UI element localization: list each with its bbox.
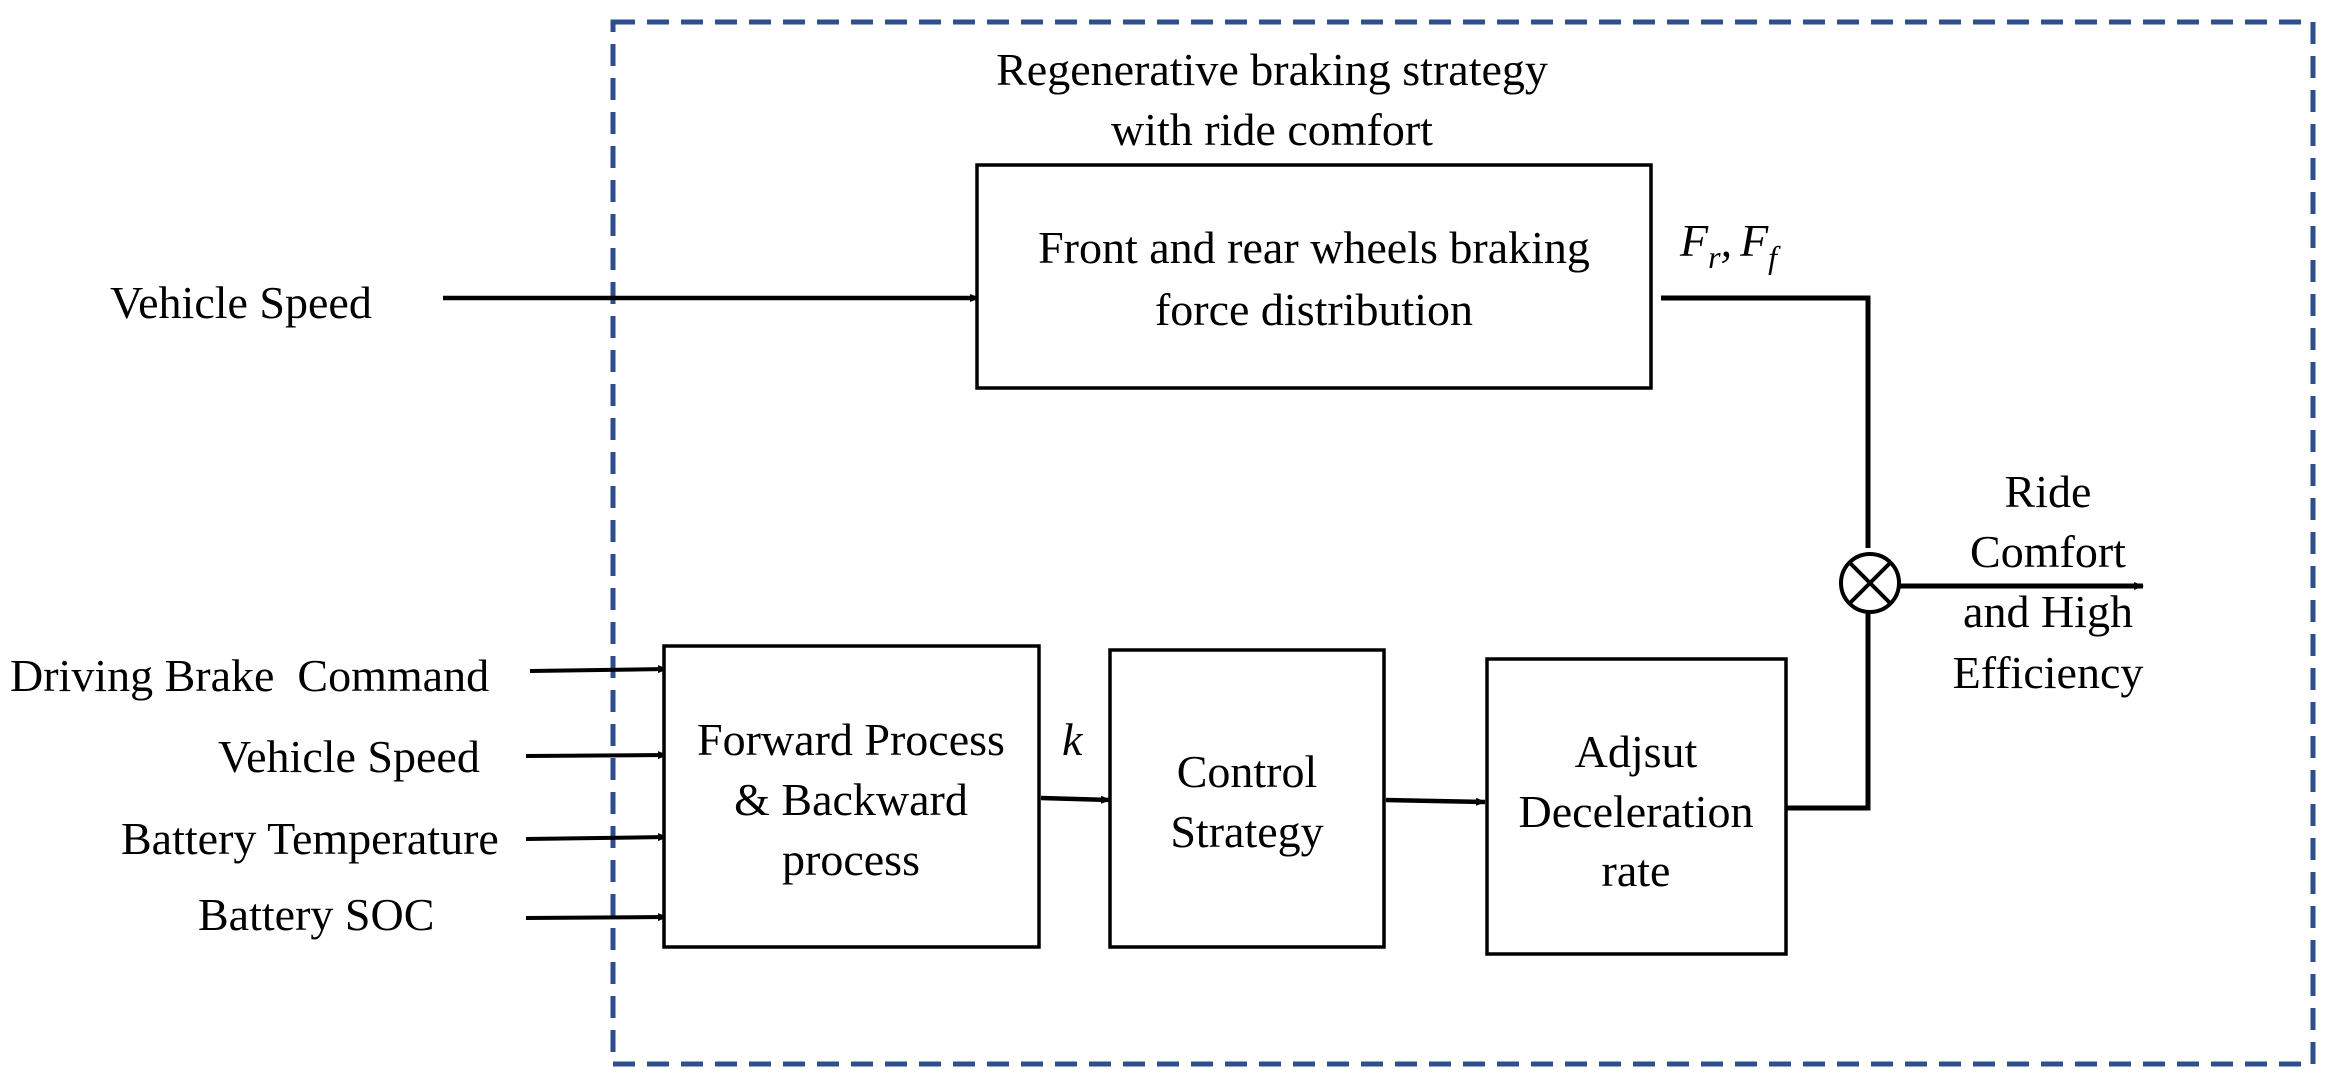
adjust-deceleration-line2: Deceleration	[1519, 786, 1754, 837]
adjust-deceleration-line1: Adjsut	[1575, 726, 1698, 777]
input-arrow-driving-brake-command	[529, 665, 668, 674]
adjust-deceleration-line3: rate	[1602, 845, 1671, 896]
input-label-vehicle-speed: Vehicle Speed	[218, 731, 480, 782]
control-strategy-block	[1108, 648, 1386, 949]
adjust-to-junction-line	[1786, 612, 1871, 811]
output-label-line4: Efficiency	[1953, 647, 2144, 698]
process-block-line2: & Backward	[734, 774, 968, 825]
control-strategy-line2: Strategy	[1170, 806, 1323, 857]
distribution-block-line2: force distribution	[1155, 284, 1473, 335]
control-strategy-line1: Control	[1177, 746, 1318, 797]
system-boundary	[610, 19, 2316, 1067]
input-label-driving-brake-command: Driving Brake Command	[10, 650, 489, 701]
control-to-adjust-arrow	[1385, 797, 1486, 806]
input-arrow-battery-temperature	[525, 833, 668, 842]
input-arrow-battery-soc	[525, 913, 668, 922]
process-block	[662, 644, 1041, 949]
output-label-line3: and High	[1963, 586, 2133, 637]
input-label-battery-temperature: Battery Temperature	[121, 813, 499, 864]
top-input-label: Vehicle Speed	[110, 277, 372, 328]
boundary-title-line1: Regenerative braking strategy	[996, 44, 1548, 95]
input-label-battery-soc: Battery SOC	[198, 889, 434, 940]
k-signal-arrow	[1040, 795, 1111, 804]
output-label-line1: Ride	[2005, 466, 2092, 517]
process-block-line1: Forward Process	[697, 714, 1005, 765]
k-signal-label: k	[1062, 714, 1084, 765]
distribution-block-line1: Front and rear wheels braking	[1038, 222, 1590, 273]
distribution-block	[975, 163, 1653, 390]
force-signal-line	[1661, 295, 1871, 548]
input-arrow-vehicle-speed	[525, 751, 668, 760]
adjust-deceleration-block	[1485, 657, 1788, 956]
boundary-title-line2: with ride comfort	[1111, 104, 1433, 155]
output-label-line2: Comfort	[1970, 526, 2126, 577]
process-block-line3: process	[782, 834, 920, 885]
multiply-circle-icon	[1839, 552, 1901, 614]
force-signal-label: Fr,Ff	[1679, 215, 1781, 275]
